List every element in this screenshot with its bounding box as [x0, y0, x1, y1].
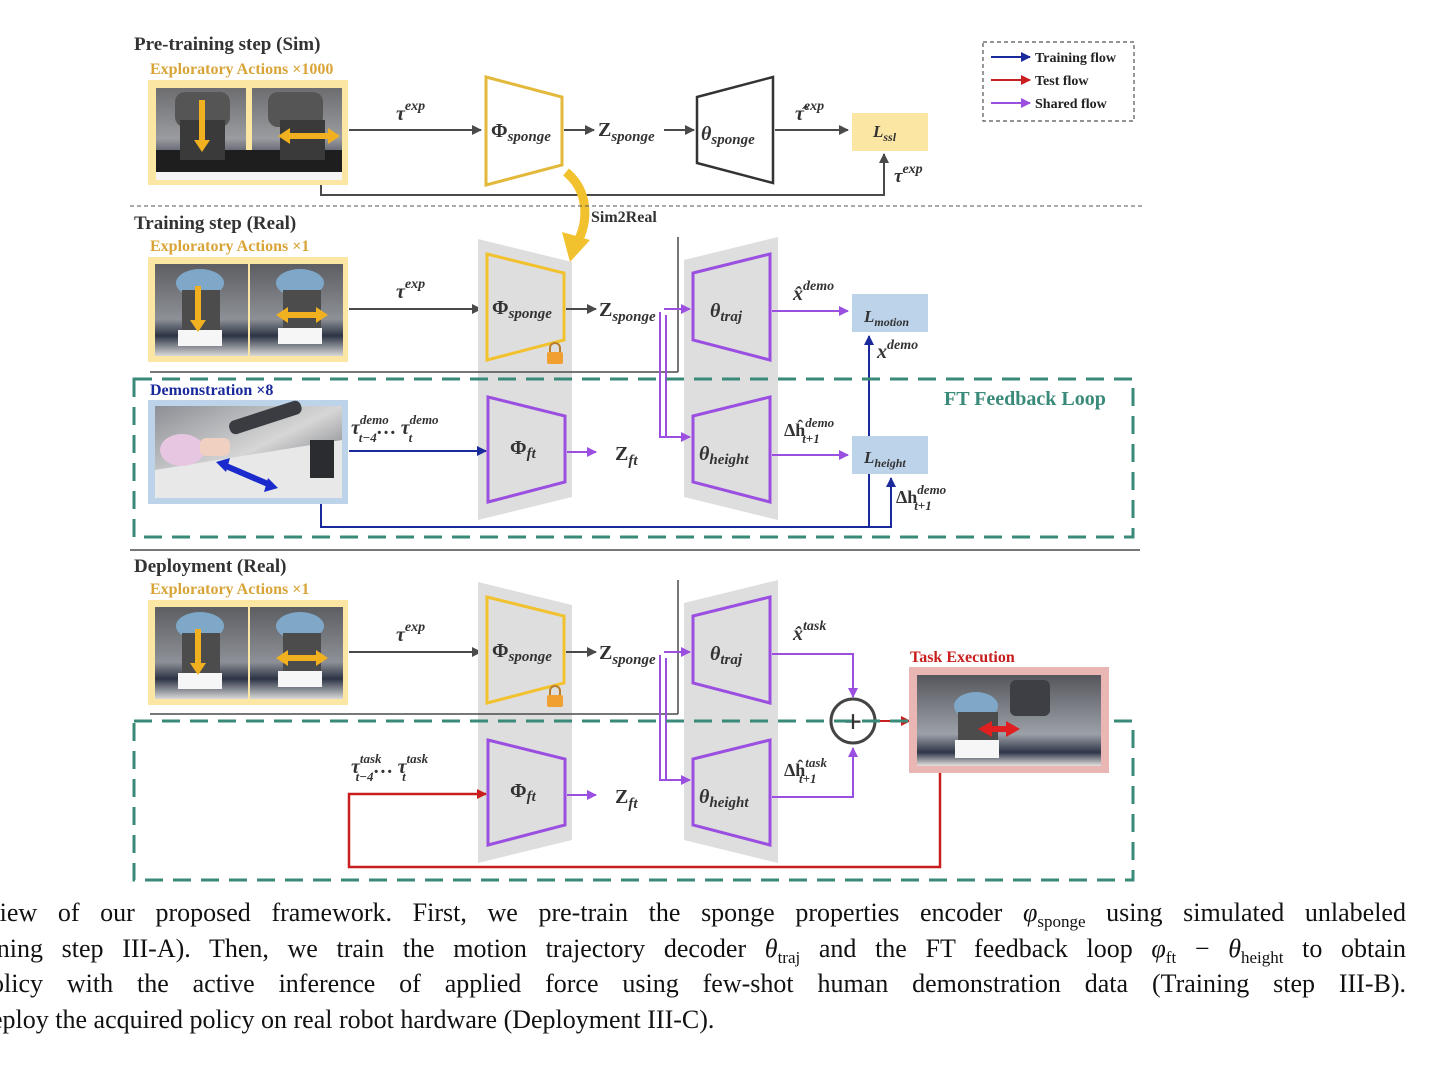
z-ft-2: Zft — [615, 786, 638, 812]
legend-test: Test flow — [1035, 74, 1089, 89]
theta-traj-decoder-train — [691, 252, 772, 362]
task-execution-image — [909, 667, 1109, 773]
label-deploy-exp: Exploratory Actions ×1 — [150, 581, 309, 598]
label-train-exp: Exploratory Actions ×1 — [150, 238, 309, 255]
phi-ft-encoder-train — [486, 395, 567, 504]
z-sponge-2: Zsponge — [599, 299, 656, 325]
z-sponge-3: Zsponge — [599, 642, 656, 668]
sum-node: + — [829, 697, 877, 745]
svg-text:θheight: θheight — [699, 443, 749, 468]
phi-sponge-encoder-sim — [484, 75, 564, 187]
phi-ft-encoder-deploy — [486, 738, 567, 847]
deploy-image — [148, 600, 348, 705]
svg-text:Lmotion: Lmotion — [863, 307, 909, 329]
loss-motion — [852, 294, 928, 332]
ft-feedback-loop-deploy-frame — [132, 719, 1135, 882]
ft-feedback-loop-frame — [132, 377, 1135, 539]
lock-icon — [547, 342, 563, 364]
z-sponge-1: Zsponge — [598, 119, 655, 145]
tau-exp-3: τexp — [396, 620, 425, 646]
label-pretrain-exp: Exploratory Actions ×1000 — [150, 61, 333, 78]
caption-line-2: aining step III-A). Then, we train the m… — [0, 934, 1406, 967]
svg-text:Φsponge: Φsponge — [492, 297, 552, 322]
legend: Training flow Test flow Shared flow — [982, 41, 1135, 122]
label-demonstration: Demonstration ×8 — [150, 382, 273, 399]
phi-sponge-encoder-deploy — [485, 595, 566, 705]
lock-icon — [547, 685, 563, 707]
tau-exp-1: τexp — [396, 99, 425, 125]
caption-line-3: policy with the active inference of appl… — [0, 969, 1406, 998]
demonstration-image — [148, 400, 348, 504]
caption-line-1: rview of our proposed framework. First, … — [0, 898, 1406, 931]
theta-sponge-decoder — [695, 75, 775, 185]
x-demo: xdemo — [876, 338, 918, 363]
svg-text:+: + — [844, 703, 862, 739]
svg-text:Φsponge: Φsponge — [491, 120, 551, 145]
caption-line-4: deploy the acquired policy on real robot… — [0, 1005, 715, 1034]
tau-hat-exp: τ̂exp — [795, 99, 824, 125]
section-title-deployment: Deployment (Real) — [134, 556, 287, 577]
legend-training: Training flow — [1035, 51, 1117, 66]
theta-traj-decoder-deploy — [691, 595, 772, 705]
svg-text:θtraj: θtraj — [710, 300, 743, 325]
svg-text:Φft: Φft — [510, 437, 537, 462]
sim2real-label: Sim2Real — [591, 209, 657, 226]
tau-exp-2: τexp — [396, 277, 425, 303]
x-hat-demo: x̂demo — [792, 279, 834, 305]
phi-sponge-encoder-real — [485, 252, 566, 362]
svg-text:Lssl: Lssl — [872, 122, 897, 144]
svg-text:Lheight: Lheight — [863, 448, 906, 470]
legend-shared: Shared flow — [1035, 97, 1108, 112]
svg-text:θheight: θheight — [699, 786, 749, 811]
loss-ssl — [852, 113, 928, 151]
svg-text:Φsponge: Φsponge — [492, 640, 552, 665]
svg-text:θtraj: θtraj — [710, 643, 743, 668]
section-title-pretraining: Pre-training step (Sim) — [134, 34, 320, 55]
tau-exp-loop: τexp — [894, 162, 923, 187]
label-task-execution: Task Execution — [910, 649, 1015, 666]
train-image — [148, 257, 348, 362]
z-ft-1: Zft — [615, 443, 638, 469]
svg-text:Φft: Φft — [510, 780, 537, 805]
svg-text:θsponge: θsponge — [701, 123, 755, 148]
loss-height — [852, 436, 928, 474]
theta-height-decoder-deploy — [691, 738, 772, 847]
x-hat-task: x̂task — [792, 619, 826, 645]
theta-height-decoder-train — [691, 395, 772, 504]
ft-feedback-loop-label: FT Feedback Loop — [944, 388, 1106, 410]
pretrain-image — [148, 80, 348, 185]
section-title-training: Training step (Real) — [134, 213, 296, 234]
